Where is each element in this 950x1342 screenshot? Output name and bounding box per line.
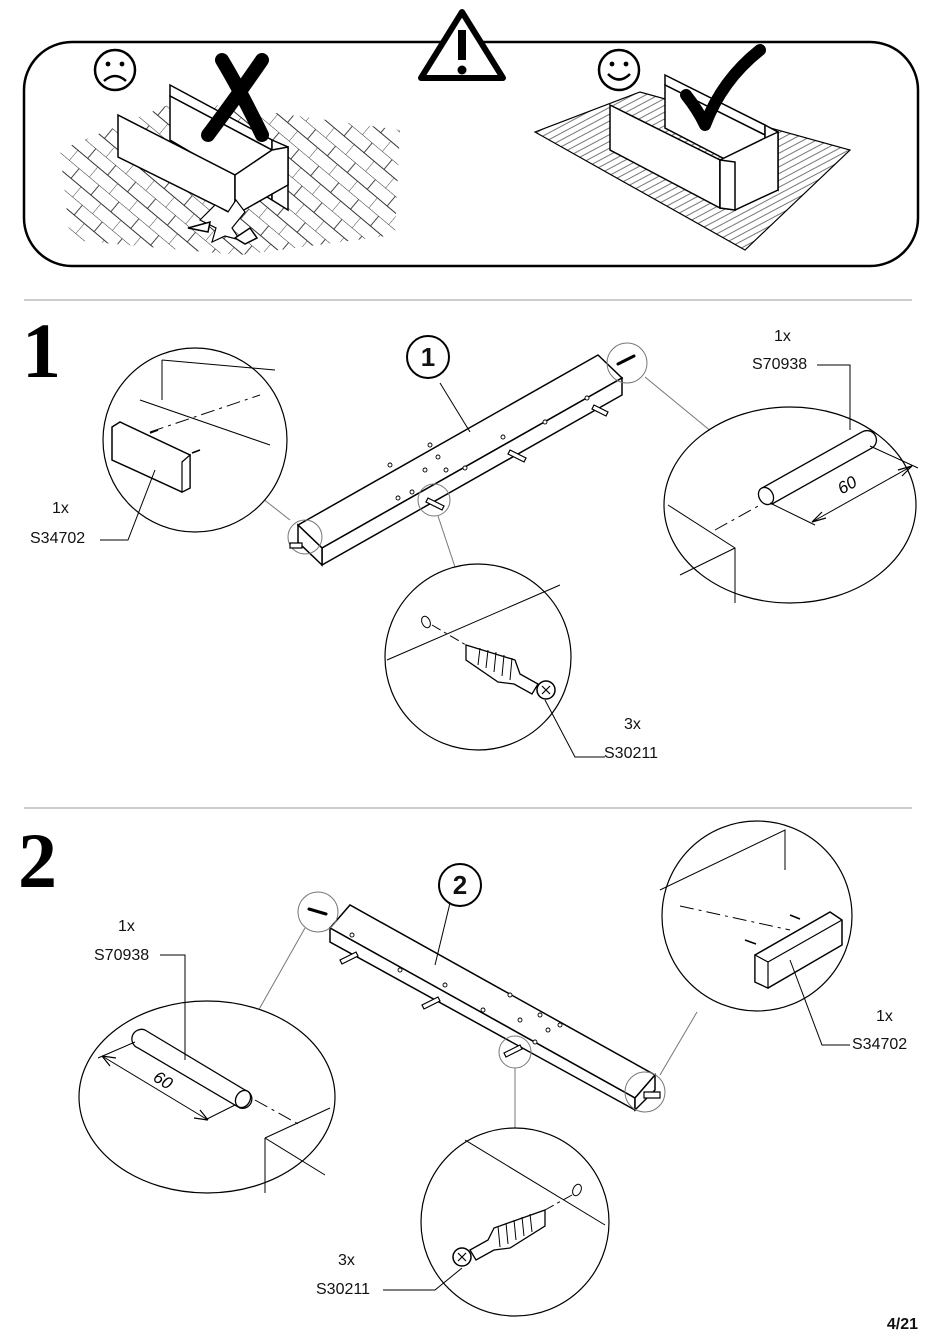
detail-cam-bolt: [383, 1127, 610, 1317]
part-qty: 3x: [624, 716, 641, 733]
warning-panel: [22, 9, 920, 268]
detail-dowel: [663, 364, 919, 604]
part-callout: 2: [438, 863, 482, 907]
detail-dowel: [78, 954, 336, 1194]
part-code: S30211: [316, 1281, 370, 1298]
frowning-face-icon: [93, 48, 137, 92]
check-mark-icon: [680, 44, 766, 131]
page-number: 4/21: [886, 1316, 918, 1333]
part-code: S30211: [604, 745, 658, 762]
cam-bolt-hints: [339, 951, 523, 1058]
part-qty: 1x: [774, 328, 791, 345]
part-qty: 1x: [118, 918, 135, 935]
part-qty: 3x: [338, 1252, 355, 1269]
smiling-face-icon: [597, 48, 641, 92]
part-code: S70938: [752, 356, 808, 373]
cross-mark-icon: [201, 53, 269, 142]
panel-holes: [387, 395, 590, 501]
step1-illustration: [100, 342, 919, 758]
step-number: 2: [18, 817, 57, 904]
part-qty: 1x: [876, 1008, 893, 1025]
panel-1: [296, 354, 624, 567]
detail-cam-bolt: [384, 563, 605, 758]
cam-bolt-hints: [425, 404, 609, 511]
part-code: S34702: [852, 1036, 908, 1053]
panel-holes: [349, 932, 563, 1045]
detail-end-cap: [659, 820, 853, 1046]
detail-end-cap: [100, 347, 288, 541]
step2-illustration: [78, 820, 853, 1317]
part-callout: 1: [406, 335, 450, 379]
warning-triangle-icon: [418, 9, 506, 81]
part-qty: 1x: [52, 500, 69, 517]
part-code: S34702: [30, 530, 86, 547]
step-number: 1: [22, 307, 61, 394]
damaged-box-illustration: [117, 83, 289, 245]
part-code: S70938: [94, 947, 150, 964]
panel-2: [328, 904, 657, 1112]
